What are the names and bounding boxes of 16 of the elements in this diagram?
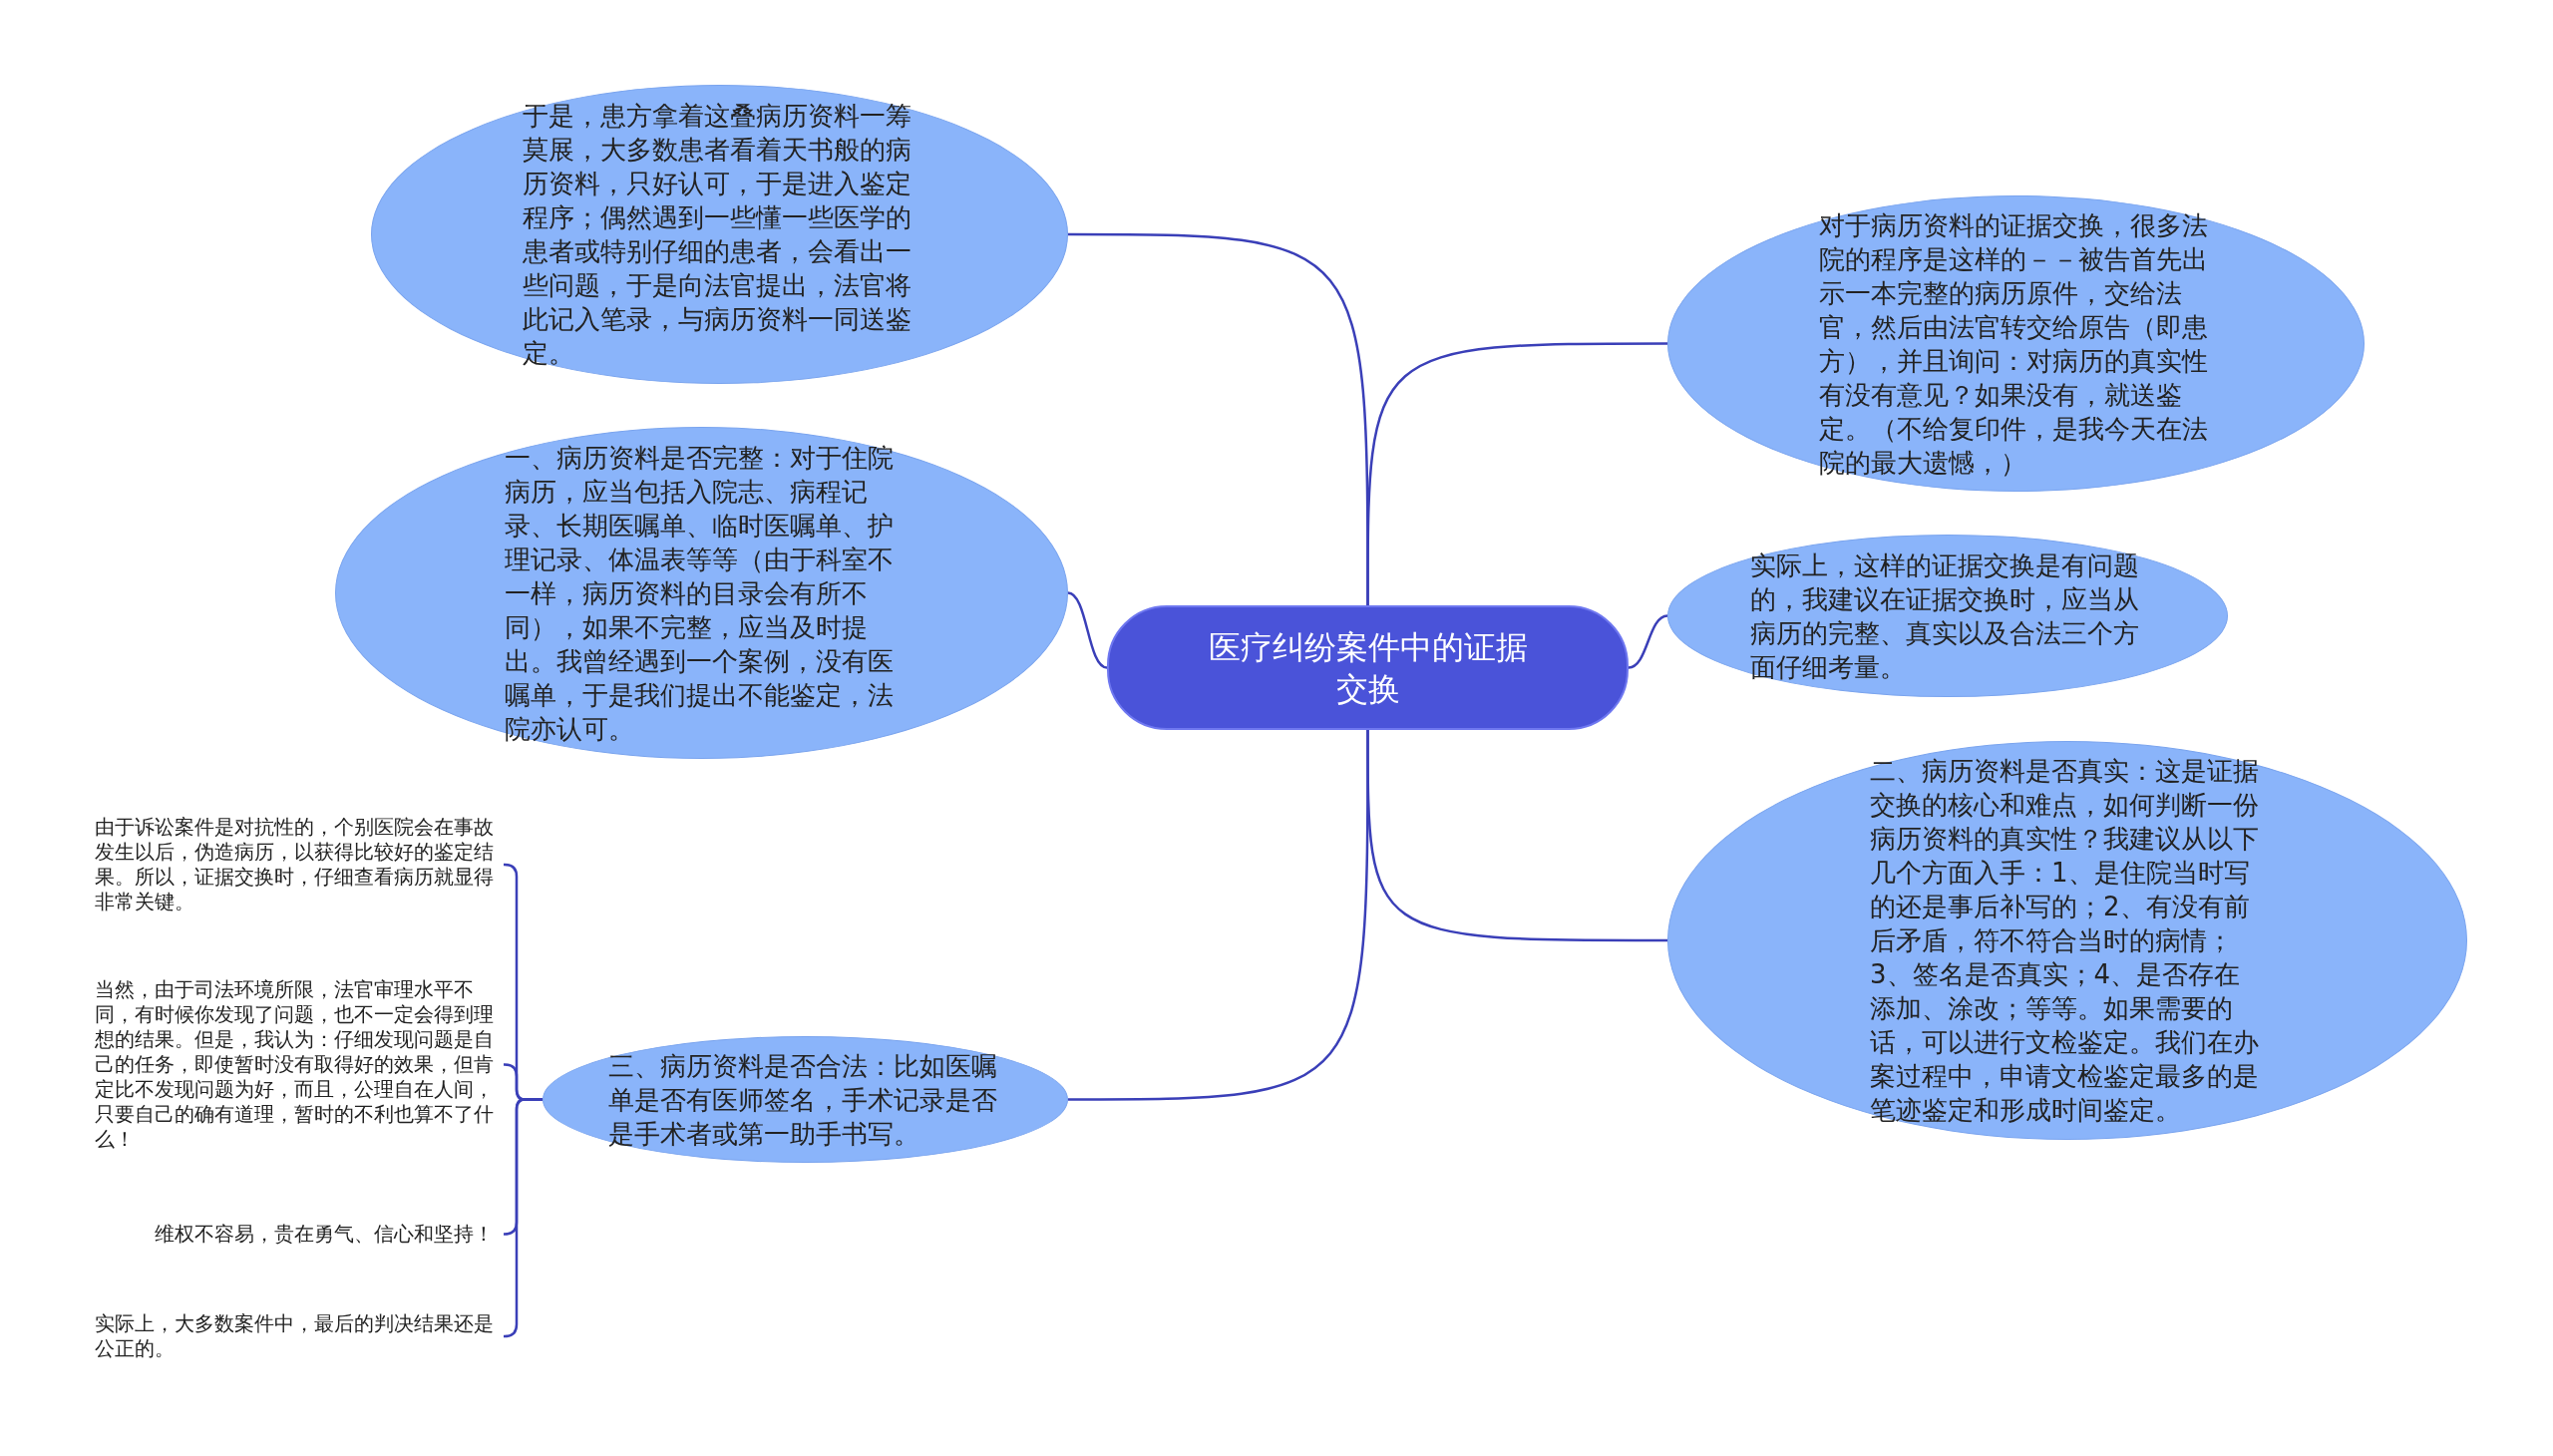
connector-line bbox=[503, 1098, 543, 1338]
topic-pill: 二、病历资料是否真实：这是证据交换的核心和难点，如何判断一份病历资料的真实性？我建议从以下几个方面入手：1、是住院当时写的还是事后补写的；2、有没有前后矛盾，符不符合当时的病情；3、签名是否真实；4、是否存在添加、涂改；等等。如果需要的话，可以进行文检鉴定。我们在办案过程中，申请文检鉴定最多的是笔迹鉴定和形成时间鉴定。 bbox=[1667, 741, 2467, 1140]
topic-pill: 于是，患方拿着这叠病历资料一筹莫展，大多数患者看着天书般的病历资料，只好认可，于是进入鉴定程序；偶然遇到一些懂一些医学的患者或特别仔细的患者，会看出一些问题，于是向法官提出，法官将此记入笔录，与病历资料一同送鉴定。 bbox=[371, 85, 1068, 384]
connector-line bbox=[1067, 591, 1108, 669]
note-text: 当然，由于司法环境所限，法官审理水平不同，有时候你发现了问题，也不一定会得到理想的结果。但是，我认为：仔细发现问题是自己的任务，即使暂时没有取得好的效果，但肯定比不发现问题为好，而且，公理自在人间，只要自己的确有道理，暂时的不利也算不了什么！ bbox=[95, 977, 504, 1152]
topic-pill: 一、病历资料是否完整：对于住院病历，应当包括入院志、病程记录、长期医嘱单、临时医嘱单、护理记录、体温表等等（由于科室不一样，病历资料的目录会有所不同），如果不完整，应当及时提出。我曾经遇到一个案例，没有医嘱单，于是我们提出不能鉴定，法院亦认可。 bbox=[335, 427, 1068, 759]
note-text: 由于诉讼案件是对抗性的，个别医院会在事故发生以后，伪造病历，以获得比较好的鉴定结果。所以，证据交换时，仔细查看病历就显得非常关键。 bbox=[95, 815, 504, 914]
connector-line bbox=[1366, 342, 1667, 605]
topic-pill: 三、病历资料是否合法：比如医嘱单是否有医师签名，手术记录是否是手术者或第一助手书写。 bbox=[543, 1036, 1068, 1163]
note-text: 维权不容易，贵在勇气、信心和坚持！ bbox=[155, 1222, 504, 1247]
connector-line bbox=[1628, 614, 1668, 669]
topic-pill: 对于病历资料的证据交换，很多法院的程序是这样的－－被告首先出示一本完整的病历原件，交给法官，然后由法官转交给原告（即患方），并且询问：对病历的真实性有没有意见？如果没有，就送鉴定。（不给复印件，是我今天在法院的最大遗憾，） bbox=[1667, 195, 2365, 492]
topic-pill: 实际上，这样的证据交换是有问题的，我建议在证据交换时，应当从病历的完整、真实以及合法三个方面仔细考量。 bbox=[1667, 535, 2228, 697]
connector-line bbox=[1366, 730, 1667, 942]
central-topic: 医疗纠纷案件中的证据交换 bbox=[1107, 605, 1629, 730]
note-text: 实际上，大多数案件中，最后的判决结果还是公正的。 bbox=[95, 1311, 504, 1361]
